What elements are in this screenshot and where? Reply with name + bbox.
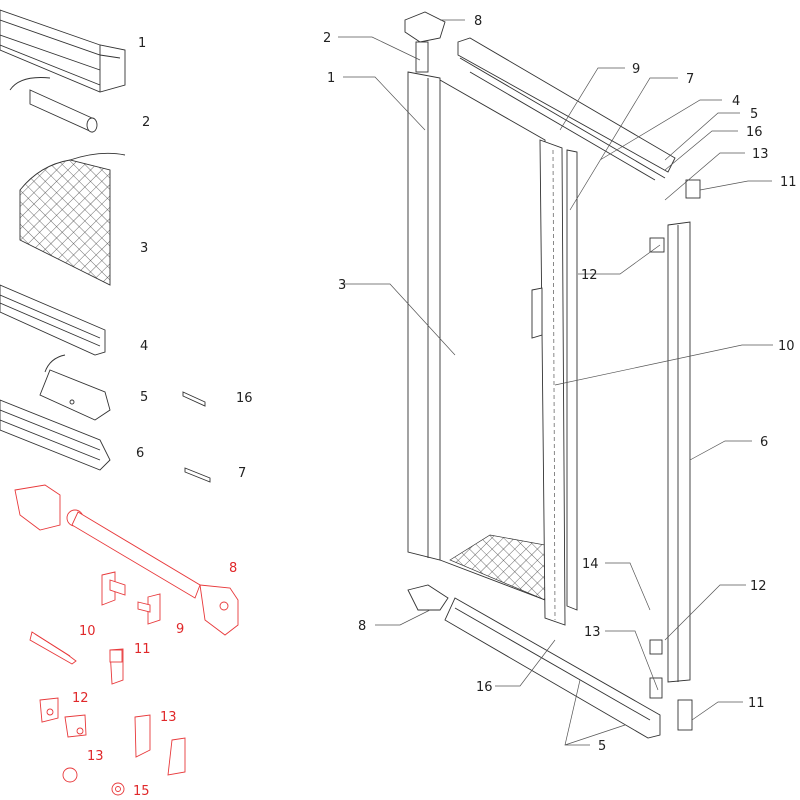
asm-label-14: 14 — [582, 557, 599, 572]
label-8: 8 — [229, 561, 237, 576]
label-12: 12 — [72, 691, 89, 706]
part-3-mesh — [19, 152, 126, 286]
asm-label-11-top: 11 — [780, 175, 797, 190]
asm-label-6: 6 — [760, 435, 768, 450]
assembly-side-profile-1 — [407, 71, 441, 561]
label-4: 4 — [140, 339, 148, 354]
label-3: 3 — [140, 241, 148, 256]
assembly-labels: 8 2 1 9 7 4 5 16 13 11 3 12 10 6 14 12 8… — [323, 14, 797, 754]
leader-lines — [338, 19, 773, 746]
asm-label-12-top: 12 — [581, 268, 598, 283]
assembly-top-box — [404, 11, 676, 181]
assembly-slider-bar — [531, 139, 578, 626]
label-5: 5 — [140, 390, 148, 405]
asm-label-4: 4 — [732, 94, 740, 109]
assembly-mesh-panel — [439, 79, 546, 601]
asm-label-11-bottom: 11 — [748, 696, 765, 711]
label-15: 15 — [133, 784, 150, 799]
asm-label-9: 9 — [632, 62, 640, 77]
part-8-spring-roller — [14, 484, 239, 636]
part-2-roller-tube — [9, 77, 98, 133]
asm-label-10: 10 — [778, 339, 795, 354]
asm-label-16-bottom: 16 — [476, 680, 493, 695]
part-15-washer — [111, 782, 125, 796]
asm-label-2: 2 — [323, 31, 331, 46]
label-13a: 13 — [160, 710, 177, 725]
label-11: 11 — [134, 642, 151, 657]
asm-label-13-bottom: 13 — [584, 625, 601, 640]
label-7: 7 — [238, 466, 246, 481]
asm-label-8-top: 8 — [474, 14, 482, 29]
label-10: 10 — [79, 624, 96, 639]
part-12-brackets — [39, 697, 87, 738]
part-1-side-profile — [0, 9, 126, 93]
label-13b: 13 — [87, 749, 104, 764]
asm-label-16-top: 16 — [746, 125, 763, 140]
part-6-profile — [0, 399, 111, 471]
label-2: 2 — [142, 115, 150, 130]
label-16: 16 — [236, 391, 253, 406]
assembly-side-profile-6 — [649, 179, 701, 731]
part-4-profile — [0, 284, 106, 356]
asm-label-3: 3 — [338, 278, 346, 293]
asm-label-12-bottom: 12 — [750, 579, 767, 594]
label-6: 6 — [136, 446, 144, 461]
parts-list-labels: 1 2 3 4 5 16 6 7 8 9 10 11 12 13 13 15 — [72, 36, 253, 799]
asm-label-5-top: 5 — [750, 107, 758, 122]
assembly-bottom-rail — [407, 584, 661, 739]
asm-label-1: 1 — [327, 71, 335, 86]
part-7-clip — [184, 467, 211, 483]
label-9: 9 — [176, 622, 184, 637]
part-10-handle — [29, 631, 77, 665]
part-13-brackets — [62, 714, 186, 783]
asm-label-8-bottom: 8 — [358, 619, 366, 634]
part-9-bracket — [101, 571, 161, 625]
part-16-clip — [182, 391, 206, 407]
asm-label-5-bottom: 5 — [598, 739, 606, 754]
part-5-profile — [39, 354, 111, 421]
asm-label-7: 7 — [686, 72, 694, 87]
label-1: 1 — [138, 36, 146, 51]
part-11-cap — [109, 648, 124, 685]
asm-label-13-top: 13 — [752, 147, 769, 162]
